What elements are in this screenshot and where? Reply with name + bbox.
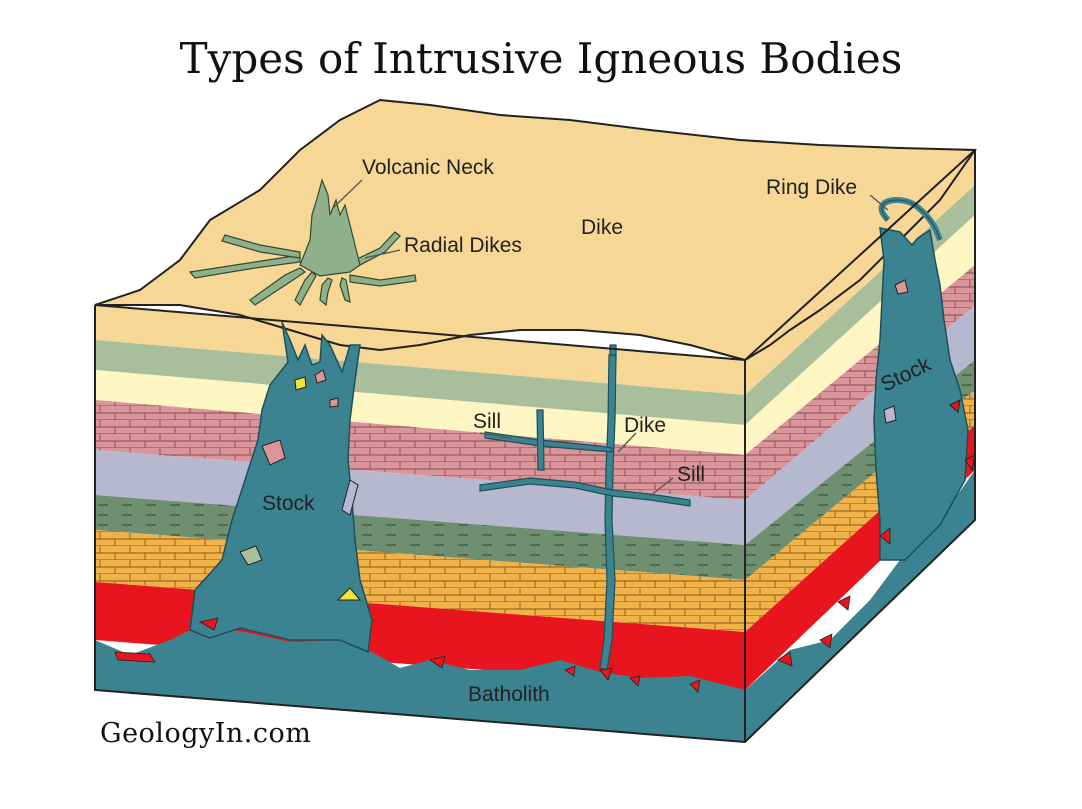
site-watermark: GeologyIn.com [100, 718, 312, 749]
label-volcanic-neck: Volcanic Neck [362, 156, 494, 179]
label-dike-surface: Dike [581, 216, 623, 239]
right-batholith-base [745, 470, 975, 742]
label-stock-left: Stock [262, 492, 315, 515]
front-green-layer [95, 340, 745, 425]
front-surface-layer [95, 305, 745, 395]
label-sill-lower: Sill [677, 463, 705, 486]
front-pink-brick-layer [95, 400, 745, 500]
label-sill-upper: Sill [473, 410, 501, 433]
front-batholith-base [95, 625, 745, 742]
label-radial-dikes: Radial Dikes [404, 234, 522, 257]
central-dike-and-sills [479, 344, 691, 671]
leader-lines [332, 179, 889, 497]
right-stock-xenoliths [883, 279, 976, 472]
front-face [95, 305, 745, 742]
upper-sill [484, 431, 613, 453]
label-ring-dike: Ring Dike [766, 176, 857, 199]
volcanic-neck [188, 178, 417, 307]
diagram-title: Types of Intrusive Igneous Bodies [179, 34, 903, 83]
front-pale-yellow-layer [95, 370, 745, 455]
right-stock [873, 227, 969, 561]
label-batholith: Batholith [468, 683, 550, 706]
lower-sill [479, 477, 691, 507]
cross-dike [536, 409, 545, 471]
left-stock-xenoliths [239, 369, 362, 601]
label-dike-front: Dike [624, 414, 666, 437]
batholith-xenoliths [114, 527, 891, 693]
left-stock [189, 321, 373, 654]
